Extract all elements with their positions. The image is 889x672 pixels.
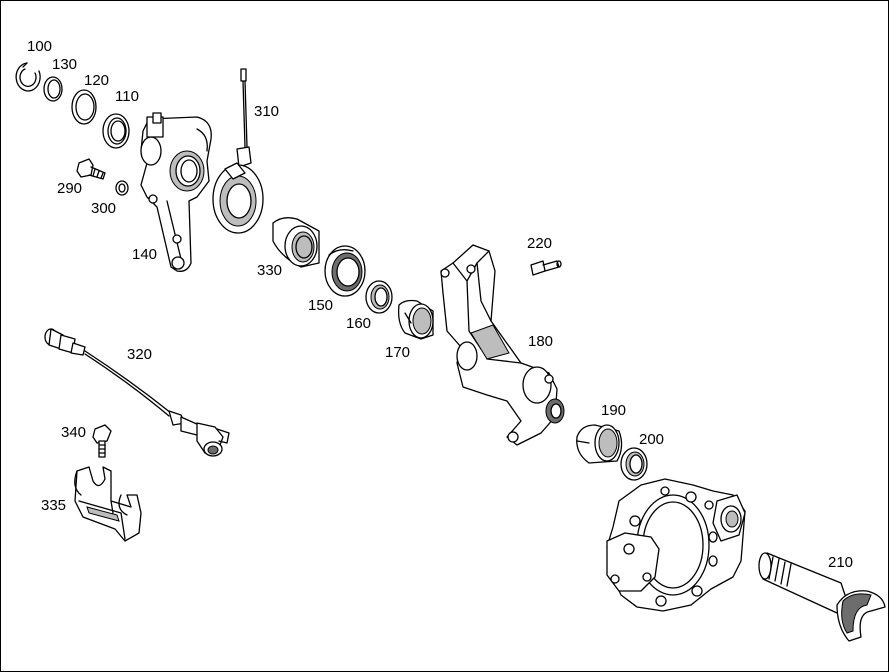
ring-160 bbox=[365, 280, 393, 314]
label-340: 340 bbox=[61, 424, 87, 441]
label-160: 160 bbox=[346, 315, 372, 332]
sleeve-330 bbox=[272, 217, 320, 268]
bolt-340 bbox=[92, 424, 112, 458]
label-310: 310 bbox=[254, 103, 280, 120]
grease-nipple-220 bbox=[530, 260, 562, 276]
label-290: 290 bbox=[57, 180, 83, 197]
label-300: 300 bbox=[91, 200, 117, 217]
washer-130 bbox=[43, 76, 63, 102]
brake-spider-plate bbox=[606, 478, 746, 612]
washer-300 bbox=[115, 180, 129, 196]
label-170: 170 bbox=[385, 344, 411, 361]
bushing-170 bbox=[397, 299, 434, 340]
label-335: 335 bbox=[41, 497, 67, 514]
bushing-190 bbox=[576, 424, 623, 464]
bracket-180 bbox=[440, 244, 565, 446]
label-330: 330 bbox=[257, 262, 283, 279]
ring-120 bbox=[71, 89, 97, 125]
label-190: 190 bbox=[601, 402, 627, 419]
snap-ring-100 bbox=[15, 62, 41, 92]
bolt-290 bbox=[76, 158, 106, 180]
cable-clip-335 bbox=[74, 466, 142, 542]
label-180: 180 bbox=[528, 333, 554, 350]
label-210: 210 bbox=[828, 554, 854, 571]
label-150: 150 bbox=[308, 297, 334, 314]
ring-200 bbox=[620, 447, 648, 481]
seal-150 bbox=[324, 245, 366, 297]
label-140: 140 bbox=[132, 246, 158, 263]
label-320: 320 bbox=[127, 346, 153, 363]
cam-shaft-210 bbox=[758, 552, 886, 642]
label-130: 130 bbox=[52, 56, 78, 73]
sensor-310 bbox=[212, 68, 264, 234]
label-200: 200 bbox=[639, 431, 665, 448]
sensor-cable-320 bbox=[44, 328, 230, 457]
label-120: 120 bbox=[84, 72, 110, 89]
label-220: 220 bbox=[527, 235, 553, 252]
label-100: 100 bbox=[27, 38, 53, 55]
slack-adjuster-140 bbox=[140, 112, 212, 272]
label-110: 110 bbox=[115, 88, 139, 105]
seal-ring-110 bbox=[102, 113, 130, 149]
